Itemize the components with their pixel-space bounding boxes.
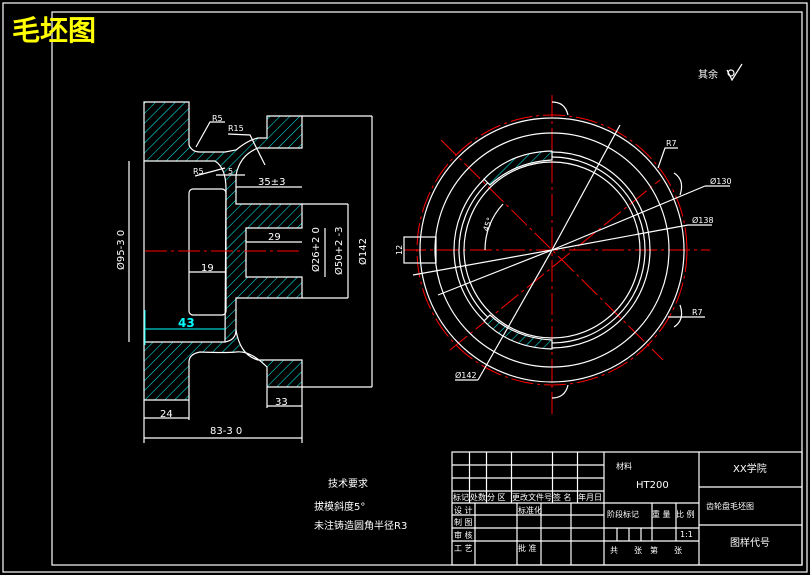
dim-24: 24 bbox=[160, 409, 173, 420]
dim-dia-138: Ø138 bbox=[692, 215, 714, 225]
dim-35: 35±3 bbox=[258, 177, 285, 188]
svg-text:比 例: 比 例 bbox=[676, 509, 695, 519]
dim-43: 43 bbox=[178, 316, 195, 330]
svg-text:未注铸造圆角半径R3: 未注铸造圆角半径R3 bbox=[314, 519, 407, 532]
dim-angle-45: 45° bbox=[481, 216, 494, 232]
section-upper bbox=[143, 101, 303, 343]
header-change-doc: 更改文件号 bbox=[512, 492, 552, 502]
dim-dia-130: Ø130 bbox=[710, 176, 732, 186]
dim-end-dia-142: Ø142 bbox=[455, 370, 477, 380]
end-view: 12 45° Ø142 R7 Ø130 Ø138 R7 bbox=[395, 95, 732, 418]
dim-12: 12 bbox=[395, 245, 404, 255]
technical-requirements: 技术要求 拔模斜度5° 未注铸造圆角半径R3 bbox=[314, 477, 407, 532]
header-mark: 标记 bbox=[453, 492, 469, 502]
dim-19: 19 bbox=[201, 263, 214, 274]
svg-text:批 准: 批 准 bbox=[518, 543, 537, 553]
header-zone: 分 区 bbox=[487, 493, 506, 502]
drawing-name: 齿轮盘毛坯图 bbox=[706, 501, 754, 511]
inner-border bbox=[51, 11, 803, 566]
dim-dia-26: Ø26+2 0 bbox=[310, 227, 322, 272]
surface-roughness-note: 其余 bbox=[698, 63, 743, 82]
dim-dia-50: Ø50+2 -3 bbox=[333, 227, 345, 276]
svg-text:拔模斜度5°: 拔模斜度5° bbox=[314, 500, 365, 513]
svg-text:设 计: 设 计 bbox=[454, 505, 473, 515]
section-lower bbox=[143, 329, 303, 401]
svg-text:共 张 第 张: 共 张 第 张 bbox=[610, 545, 682, 555]
header-sign: 签 名 bbox=[553, 492, 572, 502]
svg-text:技术要求: 技术要求 bbox=[328, 477, 368, 490]
svg-text:工 艺: 工 艺 bbox=[454, 544, 473, 553]
dim-r7-top: R7 bbox=[666, 139, 677, 148]
dim-5: 5 bbox=[228, 167, 233, 176]
drawing-title: 毛坯图 bbox=[12, 14, 96, 47]
dim-r7-bottom: R7 bbox=[692, 308, 703, 317]
dim-r5-side: R5 bbox=[193, 167, 204, 176]
dim-dia-142: Ø142 bbox=[357, 238, 369, 265]
svg-text:制 图: 制 图 bbox=[454, 517, 473, 527]
svg-text:其余: 其余 bbox=[698, 68, 718, 81]
svg-text:重 量: 重 量 bbox=[652, 509, 671, 519]
dim-r15: R15 bbox=[228, 124, 244, 133]
dim-dia-95: Ø95-3 0 bbox=[115, 230, 127, 270]
inner-pocket bbox=[188, 188, 227, 316]
title-block: 标记 处数 分 区 更改文件号 签 名 年月日 设 计 制 图 审 核 工 艺 … bbox=[451, 451, 803, 566]
dim-33: 33 bbox=[275, 397, 288, 408]
dim-r5-top: R5 bbox=[212, 114, 223, 123]
section-view: Ø95-3 0 Ø142 Ø50+2 -3 Ø26+2 0 29 35±3 19… bbox=[115, 101, 373, 443]
svg-text:阶段标记: 阶段标记 bbox=[607, 509, 639, 519]
header-count: 处数 bbox=[470, 492, 486, 502]
drawing-code: 图样代号 bbox=[730, 536, 770, 549]
dim-83: 83-3 0 bbox=[210, 426, 242, 437]
header-date: 年月日 bbox=[578, 492, 602, 502]
scale-value: 1:1 bbox=[680, 530, 693, 539]
svg-text:材料: 材料 bbox=[616, 461, 632, 471]
school-name: XX学院 bbox=[733, 462, 767, 475]
material-value: HT200 bbox=[636, 480, 669, 491]
svg-text:标准化: 标准化 bbox=[518, 505, 542, 515]
svg-text:审 核: 审 核 bbox=[454, 530, 473, 540]
dim-29: 29 bbox=[268, 232, 281, 243]
